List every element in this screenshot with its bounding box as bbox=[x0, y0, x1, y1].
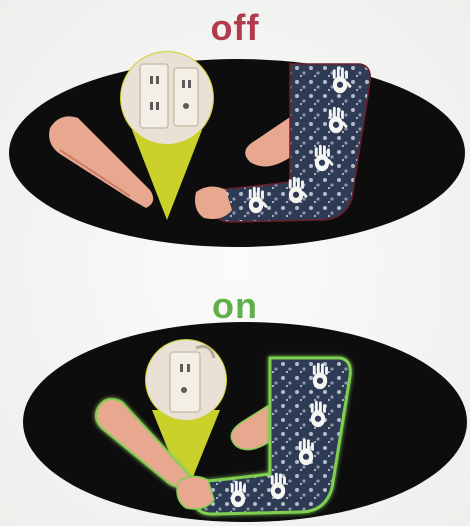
panel-on bbox=[0, 318, 470, 526]
fist bbox=[177, 476, 214, 509]
state-caption-off: off bbox=[0, 8, 470, 48]
panel-off bbox=[0, 50, 470, 250]
